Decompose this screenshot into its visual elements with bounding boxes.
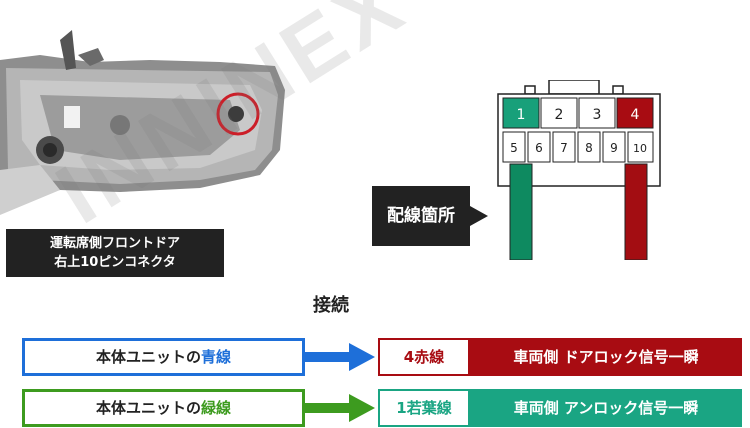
pin-8-label: 8 bbox=[585, 141, 593, 155]
wiring-location-label: 配線箇所 bbox=[372, 186, 470, 246]
pin-6-label: 6 bbox=[535, 141, 543, 155]
car-door-photo bbox=[0, 0, 290, 225]
unit-green-wire-box: 本体ユニットの緑線 bbox=[22, 389, 305, 427]
wire-red-label: 4赤線 bbox=[378, 338, 470, 376]
function-unlock-signal: 車両側 アンロック信号一瞬 bbox=[470, 389, 742, 427]
wiring-pointer-icon bbox=[470, 206, 488, 226]
green-wire bbox=[509, 163, 533, 260]
door-location-caption: 運転席側フロントドア 右上10ピンコネクタ bbox=[6, 229, 224, 277]
unit-prefix: 本体ユニットの bbox=[95, 348, 201, 366]
pin-9-label: 9 bbox=[610, 141, 618, 155]
unit-blue-wire-box: 本体ユニットの青線 bbox=[22, 338, 305, 376]
pin-10-label: 10 bbox=[633, 142, 647, 155]
unit-color-word: 緑線 bbox=[201, 399, 232, 417]
arrow-right-icon bbox=[305, 343, 375, 371]
connection-heading: 接続 bbox=[313, 295, 349, 316]
pin-7-label: 7 bbox=[560, 141, 568, 155]
red-wire bbox=[624, 163, 648, 260]
connector-diagram: 1 2 3 4 5 6 7 8 9 10 bbox=[497, 80, 661, 260]
pin-1-label: 1 bbox=[517, 107, 526, 123]
unit-color-word: 青線 bbox=[201, 348, 232, 366]
caption-line-1: 運転席側フロントドア bbox=[49, 236, 180, 251]
function-lock-signal: 車両側 ドアロック信号一瞬 bbox=[470, 338, 742, 376]
caption-line-2: 右上10ピンコネクタ bbox=[54, 255, 176, 270]
pin-4-label: 4 bbox=[631, 107, 640, 123]
unit-prefix: 本体ユニットの bbox=[95, 399, 201, 417]
arrow-right-icon bbox=[305, 394, 375, 422]
pin-5-label: 5 bbox=[510, 141, 518, 155]
pin-3-label: 3 bbox=[593, 107, 602, 123]
wire-green-label: 1若葉線 bbox=[378, 389, 470, 427]
pin-2-label: 2 bbox=[555, 107, 564, 123]
